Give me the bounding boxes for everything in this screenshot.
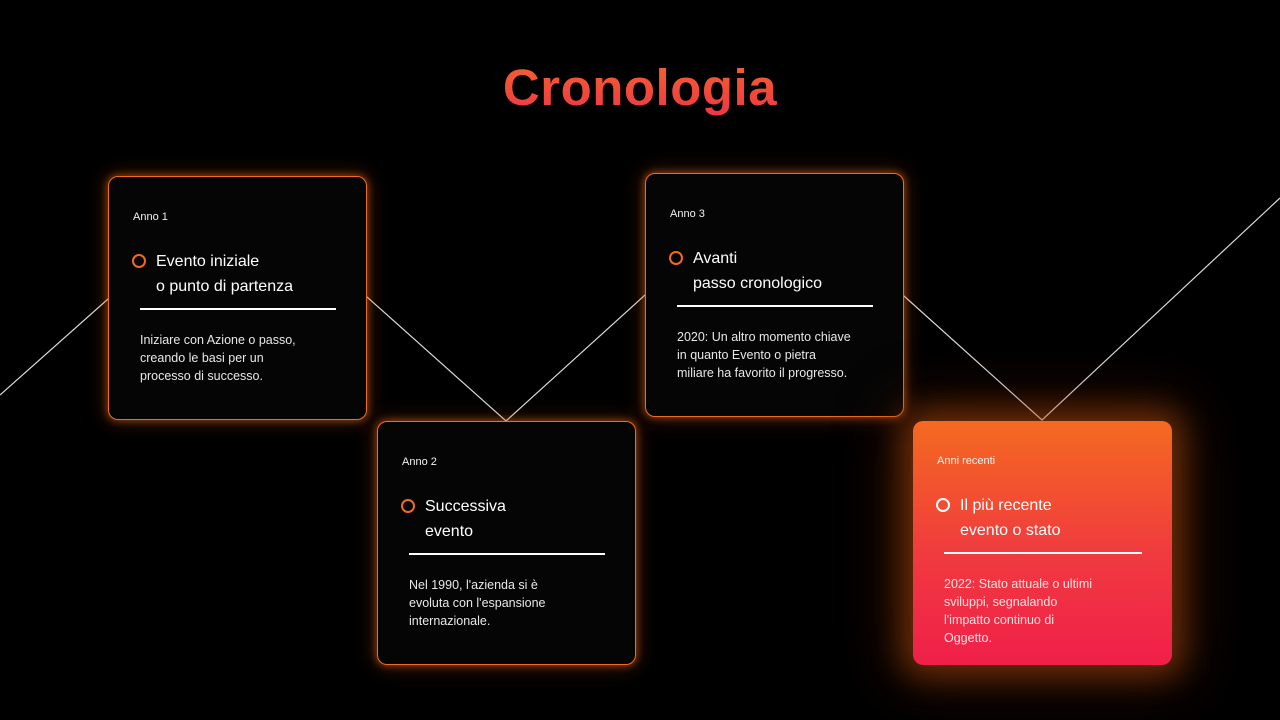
card-description: Nel 1990, l'azienda si è evoluta con l'e… bbox=[409, 578, 546, 628]
timeline-card-recent-years: Anni recenti Il più recente evento o sta… bbox=[913, 421, 1172, 665]
card-divider bbox=[140, 308, 336, 310]
card-year-label: Anno 3 bbox=[670, 208, 705, 220]
card-heading: Il più recente evento o stato bbox=[960, 497, 1061, 539]
card-description: 2020: Un altro momento chiave in quanto … bbox=[677, 330, 851, 380]
card-description: 2022: Stato attuale o ultimi sviluppi, s… bbox=[944, 577, 1093, 645]
card-divider bbox=[944, 552, 1142, 554]
timeline-card-year-3: Anno 3 Avanti passo cronologico 2020: Un… bbox=[645, 173, 904, 417]
card-heading: Evento iniziale o punto di partenza bbox=[156, 253, 293, 295]
card-heading: Avanti passo cronologico bbox=[693, 250, 822, 292]
timeline-card-year-1: Anno 1 Evento iniziale o punto di parten… bbox=[108, 176, 367, 420]
page-title: Cronologia bbox=[0, 58, 1280, 117]
circle-marker-icon bbox=[401, 499, 415, 513]
circle-marker-icon bbox=[669, 251, 683, 265]
card-heading: Successiva evento bbox=[425, 498, 506, 540]
card-year-label: Anni recenti bbox=[937, 455, 996, 467]
circle-marker-icon bbox=[936, 498, 950, 512]
card-divider bbox=[677, 305, 873, 307]
card-divider bbox=[409, 553, 605, 555]
card-year-label: Anno 2 bbox=[402, 456, 437, 468]
card-year-label: Anno 1 bbox=[133, 211, 168, 223]
timeline-card-year-2: Anno 2 Successiva evento Nel 1990, l'azi… bbox=[377, 421, 636, 665]
card-description: Iniziare con Azione o passo, creando le … bbox=[140, 333, 296, 383]
circle-marker-icon bbox=[132, 254, 146, 268]
